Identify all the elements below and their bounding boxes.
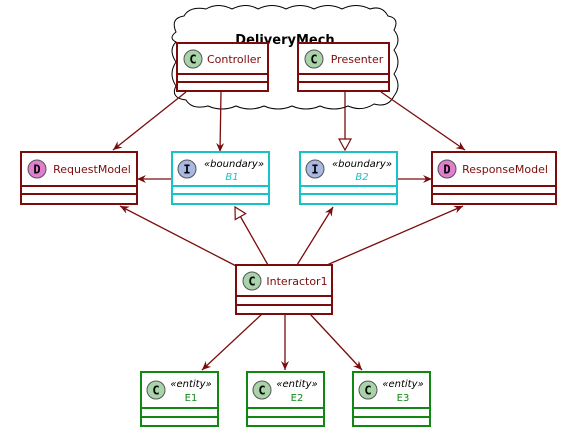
class-controller[interactable]: C Controller: [176, 42, 269, 92]
class-stereotype: «boundary»: [204, 159, 264, 170]
class-name: RequestModel: [53, 163, 131, 176]
class-name: E2: [291, 393, 304, 404]
class-badge-icon: [146, 380, 166, 400]
class-stereotype: «boundary»: [332, 159, 392, 170]
class-stereotype: «entity»: [276, 379, 317, 390]
edge-interactor-requestmodel: [119, 205, 241, 269]
relations: [112, 91, 466, 371]
class-badge-icon: [358, 380, 378, 400]
badge-letter: C: [364, 384, 371, 398]
edge-presenter-responsemodel: [380, 91, 466, 151]
badge-letter: I: [311, 163, 318, 177]
edge-interactor-b2: [296, 206, 334, 266]
class-e3[interactable]: C «entity» E3: [352, 371, 431, 427]
class-e1[interactable]: C «entity» E1: [140, 371, 219, 427]
badge-letter: D: [443, 163, 450, 177]
class-name: Interactor1: [266, 275, 327, 288]
class-badge-icon: [252, 380, 272, 400]
interface-b2[interactable]: I «boundary» B2: [299, 151, 398, 205]
badge-letter: C: [310, 53, 317, 67]
edge-interactor-e3: [309, 313, 363, 371]
datatype-badge-icon: [437, 159, 457, 179]
badge-letter: C: [248, 275, 255, 289]
edge-interactor-b1: [235, 207, 269, 266]
badge-letter: C: [189, 53, 196, 67]
badge-letter: D: [33, 163, 40, 177]
interface-badge-icon: [177, 159, 197, 179]
class-response-model[interactable]: D ResponseModel: [431, 151, 557, 205]
class-badge-icon: [304, 49, 324, 69]
class-badge-icon: [183, 49, 203, 69]
class-name: E3: [397, 393, 410, 404]
edge-interactor-responsemodel: [319, 205, 464, 269]
class-request-model[interactable]: D RequestModel: [20, 151, 138, 205]
class-badge-icon: [242, 271, 262, 291]
interface-b1[interactable]: I «boundary» B1: [171, 151, 270, 205]
class-name: B1: [225, 172, 238, 183]
datatype-badge-icon: [27, 159, 47, 179]
badge-letter: C: [258, 384, 265, 398]
class-name: B2: [355, 172, 368, 183]
class-stereotype: «entity»: [170, 379, 211, 390]
badge-letter: I: [183, 163, 190, 177]
class-name: ResponseModel: [462, 163, 548, 176]
class-presenter[interactable]: C Presenter: [297, 42, 390, 92]
class-name: E1: [185, 393, 198, 404]
badge-letter: C: [152, 384, 159, 398]
class-interactor1[interactable]: C Interactor1: [235, 264, 333, 315]
edge-controller-requestmodel: [112, 91, 187, 151]
interface-badge-icon: [305, 159, 325, 179]
class-e2[interactable]: C «entity» E2: [246, 371, 325, 427]
edge-interactor-e1: [201, 313, 263, 371]
class-stereotype: «entity»: [382, 379, 423, 390]
edge-controller-b1: [216, 91, 225, 153]
class-name: Presenter: [331, 53, 384, 66]
class-name: Controller: [207, 53, 262, 66]
